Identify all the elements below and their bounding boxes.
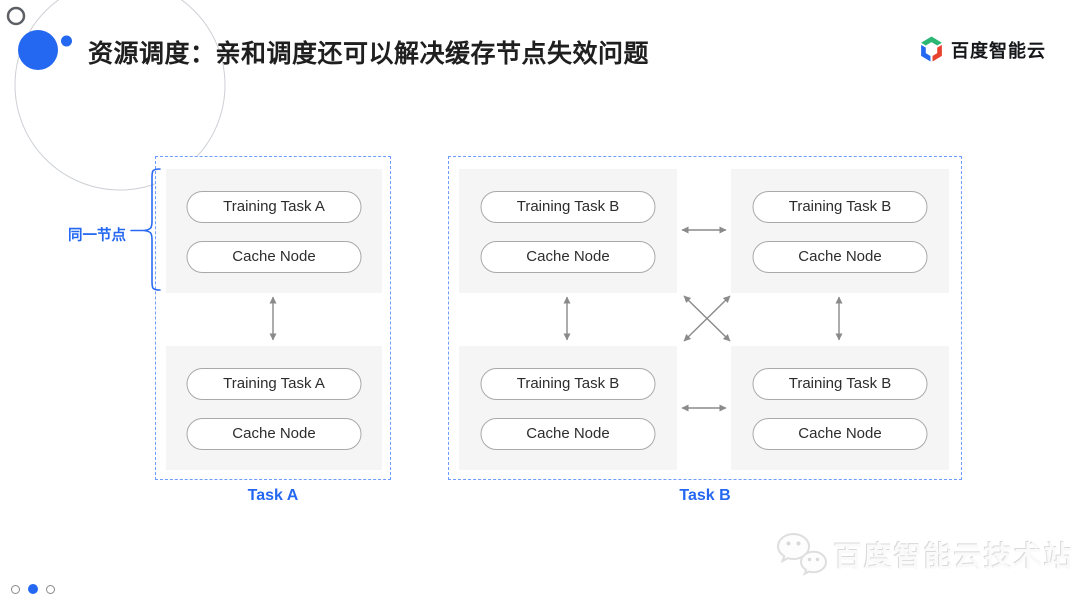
cache-node-pill: Cache Node <box>186 241 362 273</box>
training-task-pill: Training Task A <box>186 191 362 223</box>
pagination-dot-2-active[interactable] <box>28 584 38 594</box>
task-b-caption: Task B <box>679 487 731 504</box>
cache-node-pill: Cache Node <box>752 241 928 273</box>
brand-logo: 百度智能云 <box>919 36 1046 63</box>
baidu-cloud-logo-icon <box>921 36 942 62</box>
same-node-label: 同一节点 <box>68 228 126 244</box>
pagination-dots <box>11 584 55 594</box>
watermark: 百度智能云技术站 <box>776 532 1074 578</box>
training-task-pill: Training Task B <box>752 368 928 400</box>
watermark-text: 百度智能云技术站 <box>834 541 1075 572</box>
task-b-node-1-panel: Training Task B Cache Node <box>459 169 677 293</box>
corner-circles-decoration <box>6 0 226 191</box>
cache-node-pill: Cache Node <box>480 418 656 450</box>
task-a-node-2-panel: Training Task A Cache Node <box>166 346 382 470</box>
pagination-dot-1[interactable] <box>11 584 20 594</box>
task-a-group: Training Task A Cache Node Training Task… <box>155 156 391 480</box>
cache-node-pill: Cache Node <box>186 418 362 450</box>
pagination-dot-3[interactable] <box>46 584 55 594</box>
training-task-pill: Training Task B <box>480 368 656 400</box>
task-b-node-3-panel: Training Task B Cache Node <box>459 346 677 470</box>
brand-logo-text: 百度智能云 <box>951 40 1046 61</box>
training-task-pill: Training Task B <box>752 191 928 223</box>
training-task-pill: Training Task A <box>186 368 362 400</box>
page-title: 资源调度：亲和调度还可以解决缓存节点失效问题 <box>88 40 650 68</box>
cache-node-pill: Cache Node <box>752 418 928 450</box>
cache-node-pill: Cache Node <box>480 241 656 273</box>
wechat-icon <box>776 532 828 576</box>
task-b-group: Training Task B Cache Node Training Task… <box>448 156 962 480</box>
task-a-node-1-panel: Training Task A Cache Node <box>166 169 382 293</box>
task-a-caption: Task A <box>247 487 299 504</box>
training-task-pill: Training Task B <box>480 191 656 223</box>
task-b-node-4-panel: Training Task B Cache Node <box>731 346 949 470</box>
task-b-node-2-panel: Training Task B Cache Node <box>731 169 949 293</box>
